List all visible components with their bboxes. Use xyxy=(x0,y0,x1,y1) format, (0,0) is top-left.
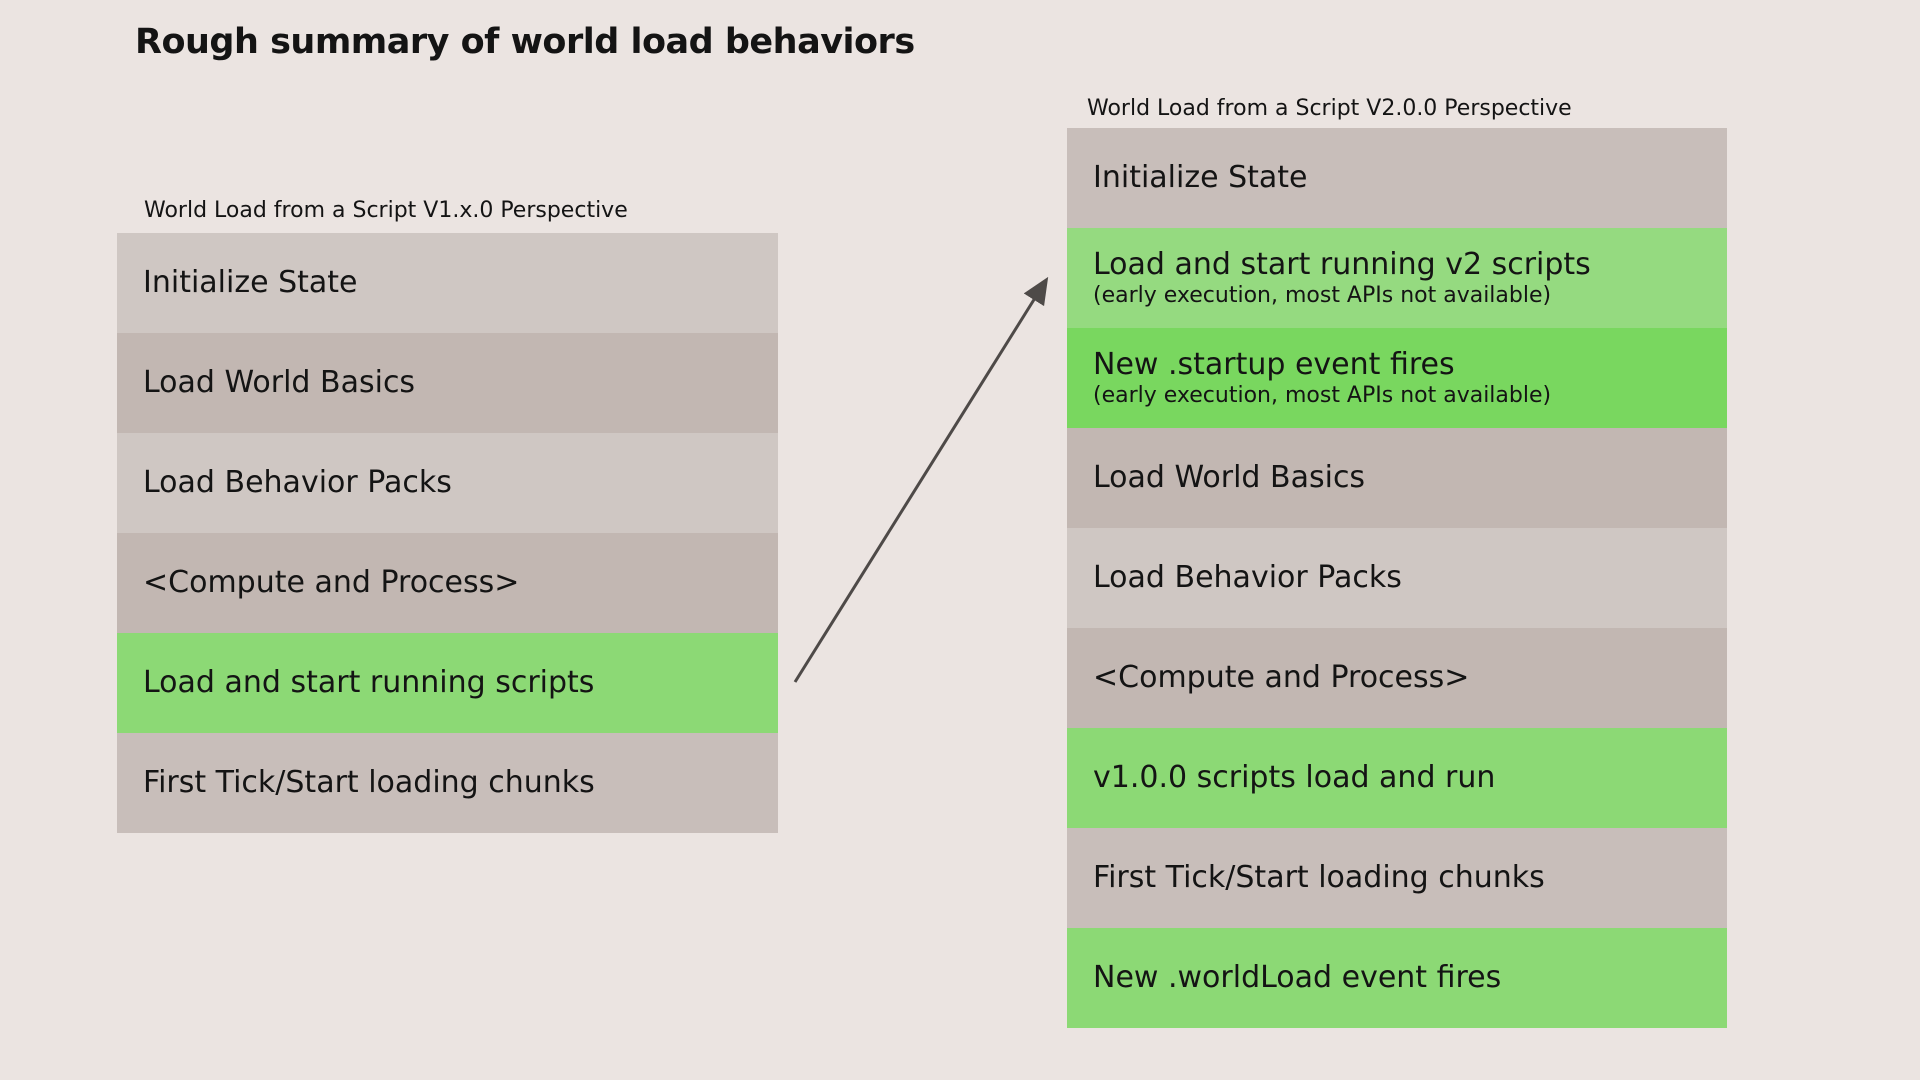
step-v2-initialize-state: Initialize State xyxy=(1067,128,1727,228)
step-label: First Tick/Start loading chunks xyxy=(1093,860,1545,896)
step-v1-compute-and-process: <Compute and Process> xyxy=(117,533,778,633)
step-v2-load-world-basics: Load World Basics xyxy=(1067,428,1727,528)
step-label: Load World Basics xyxy=(1093,460,1366,496)
step-label: New .startup event fires xyxy=(1093,347,1455,383)
step-label: Load and start running v2 scripts xyxy=(1093,247,1591,283)
step-label: <Compute and Process> xyxy=(1093,660,1470,696)
step-label: Initialize State xyxy=(1093,160,1308,196)
step-sublabel: (early execution, most APIs not availabl… xyxy=(1093,382,1552,408)
step-sublabel: (early execution, most APIs not availabl… xyxy=(1093,282,1552,308)
step-label: <Compute and Process> xyxy=(143,565,520,601)
step-label: v1.0.0 scripts load and run xyxy=(1093,760,1496,796)
step-v2-new-worldload-event-fires: New .worldLoad event fires xyxy=(1067,928,1727,1028)
step-v2-load-and-start-running-v2-scripts: Load and start running v2 scripts(early … xyxy=(1067,228,1727,328)
step-v2-compute-and-process: <Compute and Process> xyxy=(1067,628,1727,728)
step-label: Load World Basics xyxy=(143,365,416,401)
step-v1-first-tick-start-loading-chunks: First Tick/Start loading chunks xyxy=(117,733,778,833)
column-header-v2: World Load from a Script V2.0.0 Perspect… xyxy=(1087,96,1572,121)
step-v2-new-startup-event-fires: New .startup event fires(early execution… xyxy=(1067,328,1727,428)
step-v1-initialize-state: Initialize State xyxy=(117,233,778,333)
step-v1-load-world-basics: Load World Basics xyxy=(117,333,778,433)
column-header-v1: World Load from a Script V1.x.0 Perspect… xyxy=(144,198,628,223)
step-v2-first-tick-start-loading-chunks: First Tick/Start loading chunks xyxy=(1067,828,1727,928)
step-v2-v1-0-0-scripts-load-and-run: v1.0.0 scripts load and run xyxy=(1067,728,1727,828)
page-title: Rough summary of world load behaviors xyxy=(135,22,915,62)
step-label: Load Behavior Packs xyxy=(1093,560,1402,596)
step-label: Load and start running scripts xyxy=(143,665,595,701)
step-label: New .worldLoad event fires xyxy=(1093,960,1502,996)
step-label: Load Behavior Packs xyxy=(143,465,452,501)
step-v2-load-behavior-packs: Load Behavior Packs xyxy=(1067,528,1727,628)
step-v1-load-behavior-packs: Load Behavior Packs xyxy=(117,433,778,533)
step-label: Initialize State xyxy=(143,265,358,301)
step-v1-load-and-start-running-scripts: Load and start running scripts xyxy=(117,633,778,733)
step-label: First Tick/Start loading chunks xyxy=(143,765,595,801)
